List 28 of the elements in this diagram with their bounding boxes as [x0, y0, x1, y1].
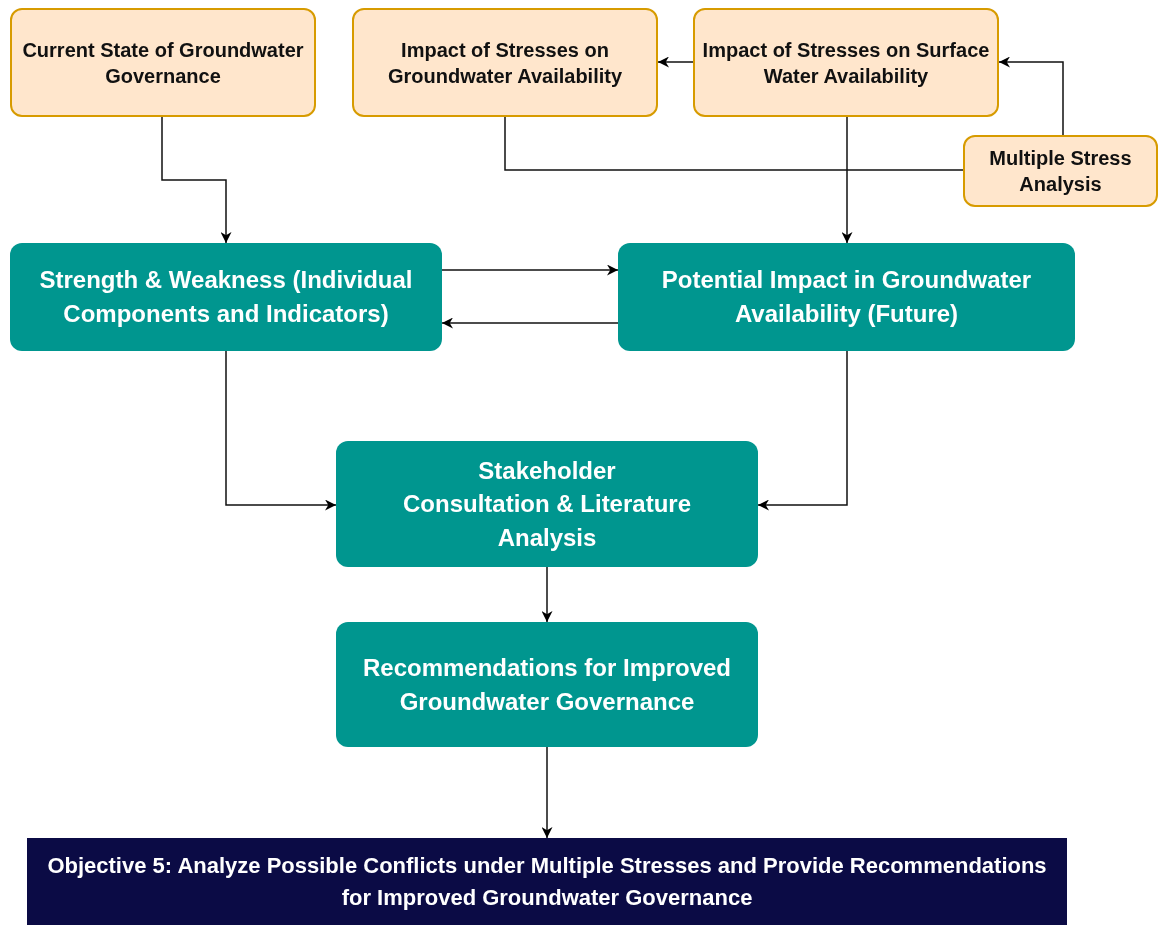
arrow [441, 264, 619, 276]
arrow [841, 116, 853, 244]
arrow [441, 317, 619, 329]
arrow [225, 350, 337, 511]
arrow [161, 116, 232, 244]
arrow [657, 56, 694, 68]
node-label: Recommendations for Improved Groundwater Governance [361, 652, 733, 717]
process-box [618, 243, 1075, 351]
objective-banner [27, 838, 1067, 925]
node-label: Stakeholder Consultation & Literature Analysis [402, 455, 692, 553]
node-label: Strength & Weakness (Individual Components and Indicators) [38, 265, 414, 329]
process-box [10, 8, 316, 117]
node-label: Multiple Stress Analysis [988, 146, 1133, 197]
arrow [541, 566, 553, 623]
process-box [336, 441, 758, 567]
arrow [541, 746, 553, 839]
node-label: Potential Impact in Groundwater Availability (Future) [660, 265, 1033, 329]
node-label: Impact of Stresses on Groundwater Availability [386, 37, 624, 89]
process-box [963, 135, 1158, 207]
arrow [998, 56, 1064, 136]
process-box [352, 8, 658, 117]
node-label: Impact of Stresses on Surface Water Availability [701, 37, 991, 89]
node-label: Objective 5: Analyze Possible Conflicts under Multiple Stresses and Provide Recommendations for Improved Groundwater Governance [47, 851, 1047, 912]
arrow [757, 350, 848, 511]
process-box [336, 622, 758, 747]
process-box [10, 243, 442, 351]
node-label: Current State of Groundwater Governance [21, 37, 305, 89]
process-box [693, 8, 999, 117]
